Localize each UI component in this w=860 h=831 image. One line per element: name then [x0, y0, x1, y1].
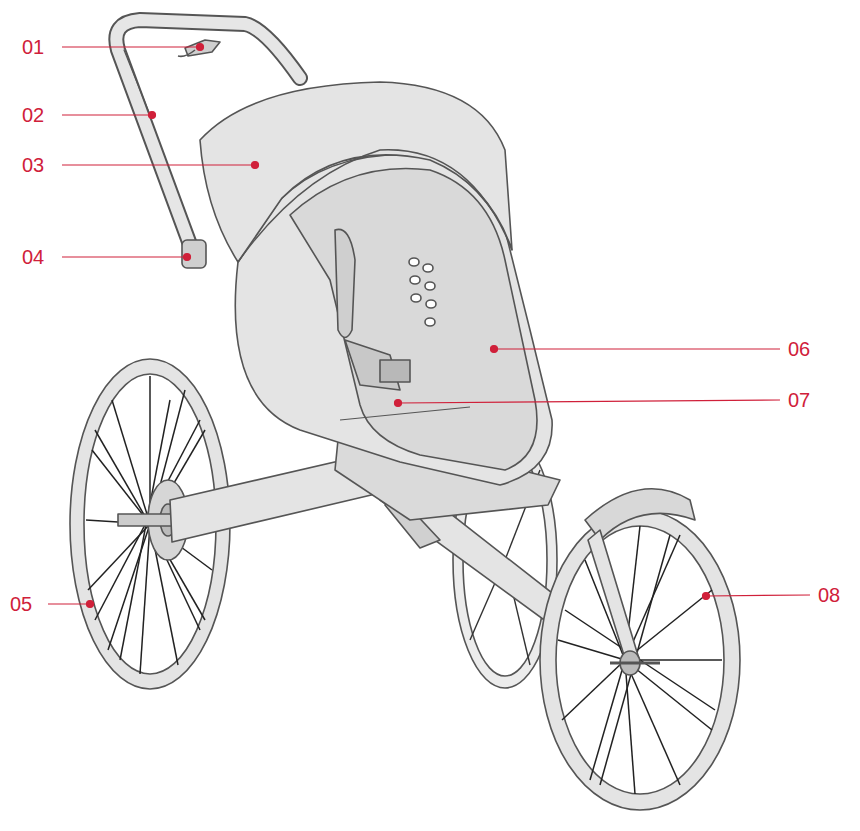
leader-lines — [48, 44, 810, 608]
callout-number: 08 — [818, 583, 840, 607]
callout-number: 05 — [10, 592, 32, 616]
callout-number: 03 — [22, 153, 44, 177]
callout-number: 04 — [22, 245, 44, 269]
callout-number: 06 — [788, 337, 810, 361]
callout-number: 07 — [788, 388, 810, 412]
callout-number: 01 — [22, 35, 44, 59]
callout-number: 02 — [22, 103, 44, 127]
